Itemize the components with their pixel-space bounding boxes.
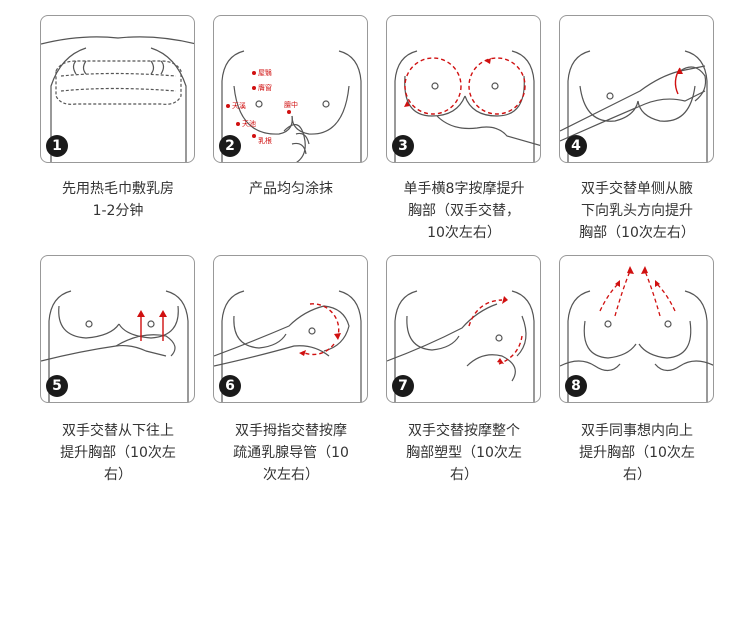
step-8-badge: 8 (565, 375, 587, 397)
step-3-badge: 3 (392, 135, 414, 157)
caption-line: 1-2分钟 (92, 203, 144, 219)
step-7-badge: 7 (392, 375, 414, 397)
step-8-caption: 双手同事想内向上 提升胸部（10次左 右） (552, 420, 722, 486)
acupoint-label: 天溪 (232, 102, 246, 110)
step-2-illustration (221, 50, 362, 162)
caption-line: 胸部塑型（10次左 (406, 445, 522, 461)
step-2-card: 屋翳 膺窗 天溪 膻中 天池 乳根 2 (213, 15, 368, 163)
acupoint-dot (226, 104, 230, 108)
step-3-caption: 单手横8字按摩提升 胸部（双手交替， 10次左右） (379, 178, 549, 244)
step-4-illustration (560, 50, 708, 162)
caption-line: 单手横8字按摩提升 (403, 181, 525, 197)
caption-line: 右） (450, 467, 478, 483)
step-1-caption: 先用热毛巾敷乳房 1-2分钟 (33, 178, 203, 222)
acupoint-dot (287, 110, 291, 114)
step-5-caption: 双手交替从下往上 提升胸部（10次左 右） (33, 420, 203, 486)
caption-line: 双手交替单侧从腋 (581, 181, 693, 197)
acupoint-dot (236, 122, 240, 126)
caption-line: 右） (104, 467, 132, 483)
step-7-caption: 双手交替按摩整个 胸部塑型（10次左 右） (379, 420, 549, 486)
acupoint-label: 天池 (242, 120, 256, 128)
caption-line: 双手同事想内向上 (581, 423, 693, 439)
acupoint-label: 膺窗 (258, 84, 272, 92)
step-2-caption: 产品均匀涂抹 (206, 178, 376, 200)
caption-line: 双手拇指交替按摩 (235, 423, 347, 439)
step-3-card: 3 (386, 15, 541, 163)
step-1-illustration (41, 36, 194, 162)
caption-line: 先用热毛巾敷乳房 (62, 181, 174, 197)
caption-line: 提升胸部（10次左 (579, 445, 695, 461)
step-8-card: 8 (559, 255, 714, 403)
step-8-illustration (560, 266, 713, 402)
acupoint-dot (252, 86, 256, 90)
acupoint-label: 膻中 (284, 101, 298, 109)
caption-line: 胸部（10次左右） (579, 225, 695, 241)
caption-line: 胸部（双手交替， (408, 203, 520, 219)
step-6-card: 6 (213, 255, 368, 403)
acupoint-dot (252, 71, 256, 75)
step-6-caption: 双手拇指交替按摩 疏通乳腺导管（10 次左右） (206, 420, 376, 486)
step-7-illustration (387, 290, 535, 402)
caption-line: 产品均匀涂抹 (249, 181, 333, 197)
caption-line: 下向乳头方向提升 (581, 203, 693, 219)
step-5-card: 5 (40, 255, 195, 403)
step-1-card: 1 (40, 15, 195, 163)
caption-line: 双手交替按摩整个 (408, 423, 520, 439)
acupoint-label: 屋翳 (258, 69, 272, 77)
step-1-badge: 1 (46, 135, 68, 157)
acupoint-dot (252, 134, 256, 138)
caption-line: 提升胸部（10次左 (60, 445, 176, 461)
step-6-illustration (214, 290, 362, 402)
step-2-badge: 2 (219, 135, 241, 157)
step-3-illustration (394, 50, 540, 162)
step-4-card: 4 (559, 15, 714, 163)
step-5-illustration (41, 290, 189, 402)
step-7-card: 7 (386, 255, 541, 403)
step-6-badge: 6 (219, 375, 241, 397)
caption-line: 疏通乳腺导管（10 (233, 445, 349, 461)
caption-line: 右） (623, 467, 651, 483)
caption-line: 次左右） (263, 467, 319, 483)
step-4-caption: 双手交替单侧从腋 下向乳头方向提升 胸部（10次左右） (552, 178, 722, 244)
caption-line: 双手交替从下往上 (62, 423, 174, 439)
step-4-badge: 4 (565, 135, 587, 157)
step-5-badge: 5 (46, 375, 68, 397)
caption-line: 10次左右） (427, 225, 501, 241)
acupoint-label: 乳根 (258, 137, 272, 145)
